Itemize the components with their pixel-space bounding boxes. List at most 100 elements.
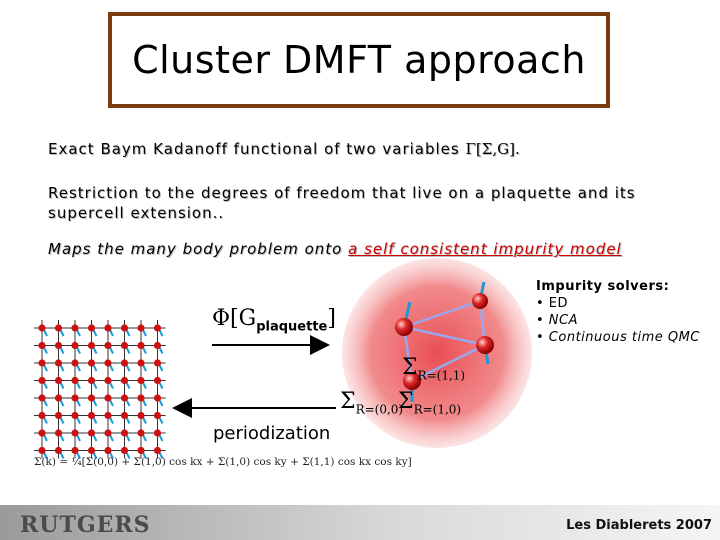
lattice-site	[153, 446, 162, 455]
impurity-model-highlight: a self consistent impurity model	[348, 240, 622, 258]
lattice-site	[104, 376, 112, 385]
lattice-site	[104, 324, 112, 332]
lattice-site	[71, 359, 79, 367]
lattice-spin	[125, 434, 131, 442]
lattice-site	[120, 411, 129, 420]
lattice-site	[87, 376, 96, 385]
lattice-spin	[109, 329, 114, 337]
bullet-line-1: Exact Baym Kadanoff functional of two va…	[48, 140, 520, 158]
solver-item: • Continuous time QMC	[536, 330, 700, 345]
lattice-site	[71, 341, 79, 350]
lattice-spin	[109, 347, 114, 354]
lattice-site	[38, 341, 46, 350]
sigma-symbol: Σ	[340, 389, 356, 414]
lattice-spin	[59, 347, 65, 354]
lattice-spin	[59, 382, 65, 389]
sigma-subscript: R=(1,0)	[413, 402, 462, 417]
lattice-site	[87, 341, 96, 350]
phi-functional-label: Φ[Gplaquette]	[212, 306, 336, 334]
lattice-site	[104, 411, 112, 420]
lattice-site	[153, 429, 162, 437]
lattice-site	[153, 324, 162, 332]
lattice-spin	[92, 434, 98, 442]
sigma-subscript: R=(1,1)	[417, 368, 466, 383]
lattice-spin	[92, 417, 98, 424]
periodization-label: periodization	[213, 423, 331, 444]
lattice-spin	[142, 329, 147, 337]
lattice-spin	[43, 452, 48, 459]
solver-item: • ED	[536, 296, 569, 311]
lattice-spin	[158, 329, 164, 337]
solver-item: • NCA	[536, 313, 578, 328]
lattice-site	[54, 394, 63, 402]
footer-bar	[0, 505, 720, 540]
periodization-formula: Σ(k) = ¼[Σ(0,0) + Σ(1,0) cos kx + Σ(1,0)…	[34, 456, 412, 468]
sigma-symbol: Σ	[398, 389, 414, 414]
slide-title: Cluster DMFT approach	[132, 38, 586, 82]
lattice-spin	[109, 434, 114, 442]
lattice-spin	[142, 382, 147, 389]
lattice-spin	[125, 364, 131, 372]
lattice-site	[137, 429, 145, 437]
lattice-site	[38, 376, 46, 385]
lattice-spin	[43, 364, 48, 372]
lattice-spin	[43, 434, 48, 442]
lattice-spin	[43, 417, 48, 424]
plaquette-atoms	[395, 281, 494, 402]
lattice-site	[137, 359, 145, 367]
lattice-site	[120, 429, 129, 437]
impurity-disc	[342, 258, 532, 448]
rutgers-logo: RUTGERS	[20, 512, 151, 538]
lattice-spin	[142, 417, 147, 424]
lattice-site	[54, 341, 63, 350]
lattice-spin	[59, 364, 65, 372]
lattice-spin	[158, 347, 164, 354]
lattice-spin	[43, 382, 48, 389]
impurity-solvers: Impurity solvers: • ED • NCA • Continuou…	[536, 278, 700, 346]
lattice-spin	[59, 417, 65, 424]
sigma-11-label: ΣR=(1,1)	[402, 355, 465, 382]
lattice-site	[87, 411, 96, 420]
lattice-spin	[125, 347, 131, 354]
lattice-site	[38, 446, 46, 455]
lattice-site	[120, 324, 129, 332]
lattice-spin	[92, 364, 98, 372]
lattice-spin	[92, 399, 98, 407]
lattice-spin	[125, 329, 131, 337]
lattice-site	[120, 394, 129, 402]
square-lattice	[34, 320, 166, 459]
lattice-site	[153, 376, 162, 385]
lattice-site	[87, 394, 96, 402]
lattice-spin	[43, 399, 48, 407]
lattice-site	[104, 446, 112, 455]
lattice-spin	[76, 382, 81, 389]
lattice-site	[54, 429, 63, 437]
lattice-spin	[158, 434, 164, 442]
bullet-line-1-text: Exact Baym Kadanoff functional of two va…	[48, 140, 466, 158]
baym-kadanoff-functional: Γ[Σ,G].	[465, 140, 520, 158]
lattice-site	[54, 324, 63, 332]
lattice-spin	[125, 452, 131, 459]
lattice-site	[153, 341, 162, 350]
lattice-site	[137, 394, 145, 402]
lattice-spin	[158, 417, 164, 424]
lattice-spin	[125, 399, 131, 407]
lattice-site	[137, 411, 145, 420]
lattice-site	[104, 394, 112, 402]
lattice-spin	[92, 452, 98, 459]
lattice-site	[137, 446, 145, 455]
lattice-site	[71, 411, 79, 420]
lattice-spin	[59, 399, 65, 407]
lattice-spin	[43, 347, 48, 354]
lattice-site	[71, 324, 79, 332]
lattice-site	[71, 446, 79, 455]
lattice-spin	[158, 382, 164, 389]
lattice-site	[38, 429, 46, 437]
lattice-site	[71, 429, 79, 437]
sigma-00-label: ΣR=(0,0)	[340, 389, 403, 416]
lattice-site	[137, 324, 145, 332]
lattice-spin	[76, 399, 81, 407]
sigma-subscript: R=(0,0)	[355, 402, 404, 417]
lattice-site	[38, 359, 46, 367]
lattice-spin	[76, 417, 81, 424]
